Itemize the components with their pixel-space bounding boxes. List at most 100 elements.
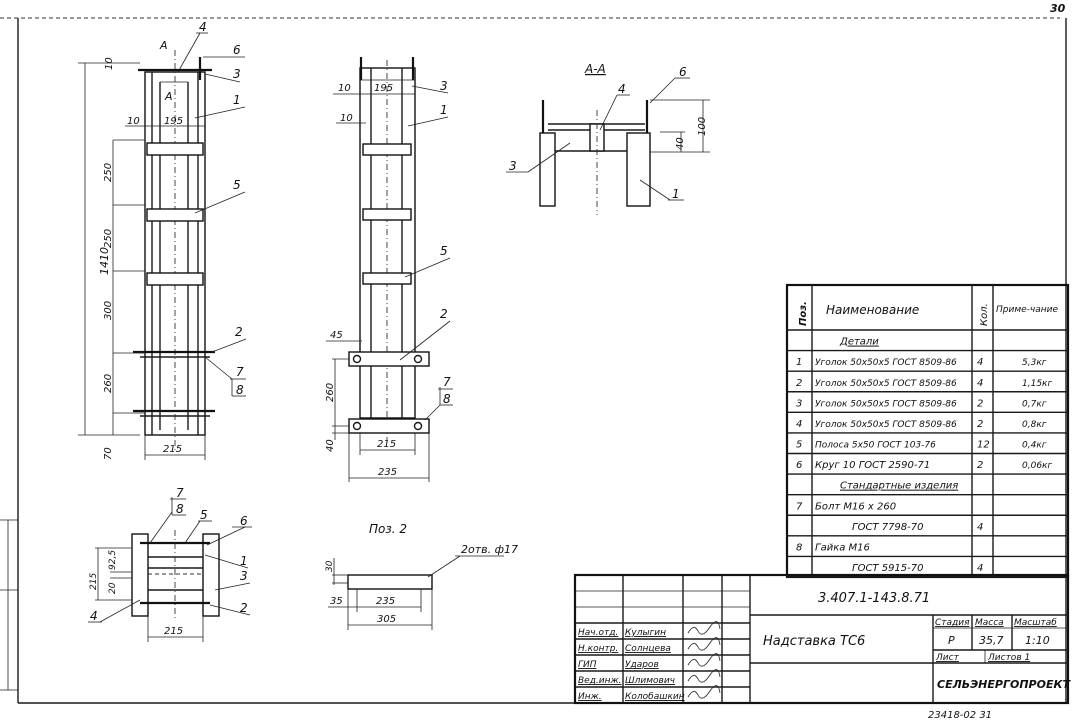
callout-8: 8 bbox=[443, 392, 451, 406]
dim-100: 100 bbox=[697, 117, 708, 136]
signer-name: Шлимович bbox=[625, 676, 675, 686]
row-pos: 2 bbox=[796, 378, 802, 389]
callout-1: 1 bbox=[672, 187, 680, 201]
dim-20: 20 bbox=[108, 582, 118, 594]
signer-role: ГИП bbox=[578, 660, 597, 670]
stage-label: Стадия bbox=[935, 618, 970, 628]
section-mark-a: A bbox=[164, 90, 173, 103]
callout-4: 4 bbox=[199, 20, 207, 34]
dim-195: 195 bbox=[374, 83, 393, 94]
dim-40: 40 bbox=[675, 137, 686, 150]
row-pos: 7 bbox=[796, 501, 803, 512]
row-pos: 4 bbox=[796, 419, 802, 430]
pos2-detail-view: Поз. 2 30 35 235 305 2отв. ф17 bbox=[325, 522, 518, 630]
callout-7: 7 bbox=[236, 365, 244, 379]
row-name: Болт М16 х 260 bbox=[815, 501, 896, 512]
callout-7: 7 bbox=[443, 375, 451, 389]
dim-70: 70 bbox=[103, 447, 114, 460]
scale-value: 1:10 bbox=[1025, 634, 1050, 647]
spec-table-row: Стандартные изделия bbox=[840, 481, 958, 492]
row-name: Гайка М16 bbox=[815, 542, 870, 553]
callout-5: 5 bbox=[233, 178, 241, 192]
sheet-bottom-code: 23418-02 31 bbox=[928, 710, 992, 721]
signature-mark bbox=[687, 621, 721, 635]
row-name: Уголок 50х50х5 ГОСТ 8509-86 bbox=[815, 399, 957, 409]
pos2-title: Поз. 2 bbox=[369, 522, 407, 536]
section-title: А-А bbox=[584, 62, 606, 76]
dim-40: 40 bbox=[325, 439, 336, 452]
dim-45: 45 bbox=[330, 330, 343, 341]
signature-mark bbox=[687, 653, 721, 667]
dim-215: 215 bbox=[163, 444, 182, 455]
dim-235: 235 bbox=[378, 467, 397, 478]
signature-mark bbox=[687, 637, 721, 651]
row-pos: 5 bbox=[796, 440, 802, 451]
callout-8: 8 bbox=[236, 383, 244, 397]
dim-92-5: 92,5 bbox=[108, 550, 118, 570]
spec-table-row: Детали bbox=[839, 337, 879, 348]
callout-6: 6 bbox=[679, 65, 687, 79]
row-qty: 2 bbox=[977, 398, 983, 409]
signer-name: Солнцева bbox=[625, 644, 671, 654]
row-name: Стандартные изделия bbox=[840, 481, 958, 492]
header-pos: Поз. bbox=[798, 301, 809, 326]
dim-10: 10 bbox=[338, 83, 351, 94]
dim-35: 35 bbox=[330, 596, 343, 607]
hole-label: 2отв. ф17 bbox=[461, 543, 518, 556]
dim-300: 300 bbox=[103, 301, 114, 320]
callout-1: 1 bbox=[440, 103, 448, 117]
signer-name: Кулыгин bbox=[625, 628, 666, 638]
row-qty: 4 bbox=[977, 357, 983, 368]
row-name: ГОСТ 7798-70 bbox=[852, 522, 924, 533]
callout-8: 8 bbox=[176, 502, 184, 516]
dim-195: 195 bbox=[164, 116, 183, 127]
row-name: Круг 10 ГОСТ 2590-71 bbox=[815, 460, 930, 471]
dim-235: 235 bbox=[376, 596, 395, 607]
drawing-name: Надставка ТС6 bbox=[763, 634, 865, 649]
signer-row: Н.контр.Солнцева bbox=[578, 637, 721, 654]
row-note: 0,06кг bbox=[1022, 461, 1052, 471]
dim-10b: 10 bbox=[127, 116, 140, 127]
mass-label: Масса bbox=[975, 618, 1004, 628]
left-elevation-view: 1410 10 250 250 300 260 70 10 195 215 A … bbox=[78, 20, 247, 460]
dim-305: 305 bbox=[377, 614, 396, 625]
row-name: ГОСТ 5915-70 bbox=[852, 563, 924, 574]
row-note: 0,8кг bbox=[1022, 420, 1047, 430]
row-pos: 8 bbox=[796, 542, 802, 553]
signer-role: Инж. bbox=[578, 692, 602, 702]
section-a-a-view: А-А 100 40 4 6 3 1 bbox=[506, 62, 710, 215]
row-pos: 6 bbox=[796, 460, 802, 471]
callout-6: 6 bbox=[233, 43, 241, 57]
row-name: Полоса 5х50 ГОСТ 103-76 bbox=[815, 441, 936, 451]
row-qty: 2 bbox=[977, 460, 983, 471]
header-qty: Кол. bbox=[979, 303, 990, 326]
signer-row: Нач.отд. Кулыгин bbox=[578, 621, 721, 638]
callout-5: 5 bbox=[440, 244, 448, 258]
row-note: 1,15кг bbox=[1022, 379, 1052, 389]
spec-table-row: 8 Гайка М16 bbox=[796, 542, 870, 553]
sheets-label: Листов 1 bbox=[987, 653, 1030, 663]
middle-elevation-view: 10 195 10 45 260 40 215 235 3 1 5 2 7 8 bbox=[325, 57, 453, 482]
dim-250a: 250 bbox=[103, 163, 114, 182]
dim-30: 30 bbox=[325, 560, 335, 572]
callout-6: 6 bbox=[240, 514, 248, 528]
row-name: Уголок 50х50х5 ГОСТ 8509-86 bbox=[815, 358, 957, 368]
doc-number: 3.407.1-143.8.71 bbox=[818, 591, 930, 606]
callout-7: 7 bbox=[176, 486, 184, 500]
signer-role: Вед.инж. bbox=[578, 676, 622, 686]
row-note: 0,4кг bbox=[1022, 441, 1047, 451]
section-mark-a: A bbox=[159, 39, 168, 52]
callout-3: 3 bbox=[240, 569, 248, 583]
row-name: Уголок 50х50х5 ГОСТ 8509-86 bbox=[815, 420, 957, 430]
signature-mark bbox=[687, 669, 721, 683]
callout-1: 1 bbox=[233, 93, 241, 107]
signer-role: Нач.отд. bbox=[578, 628, 618, 638]
callout-1: 1 bbox=[240, 554, 248, 568]
stage-value: Р bbox=[948, 634, 955, 647]
organization-name: СЕЛЬЭНЕРГОПРОЕКТ bbox=[937, 678, 1071, 691]
